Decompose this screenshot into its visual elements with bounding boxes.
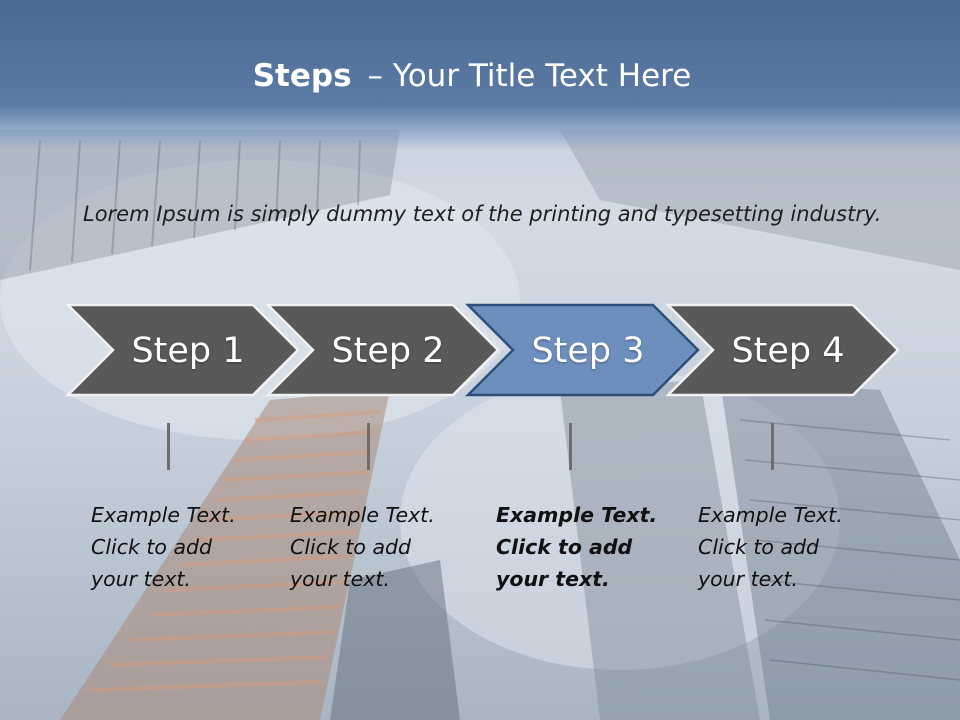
step-4-label: Step 4 [731,331,845,371]
step-3-connector [569,423,572,470]
step-1-description[interactable]: Example Text. Click to add your text. [91,503,236,591]
step-4-description[interactable]: Example Text. Click to add your text. [698,503,843,591]
step-2-description[interactable]: Example Text. Click to add your text. [290,503,435,591]
step-4-connector [771,423,774,470]
chevron-step-2[interactable] [264,303,500,397]
title-rest: – Your Title Text Here [367,58,692,94]
title-bold-word: Steps [252,58,352,94]
step-2-label: Step 2 [331,331,445,371]
step-3-description[interactable]: Example Text. Click to add your text. [496,503,658,591]
step-1-label: Step 1 [131,331,245,371]
title-bar [0,0,960,150]
chevron-step-1[interactable] [64,303,300,397]
step-1-connector [167,423,170,470]
chevron-step-4[interactable] [664,303,900,397]
slide-title[interactable]: Steps – Your Title Text Here [0,56,944,96]
step-2-connector [367,423,370,470]
intro-paragraph[interactable]: Lorem Ipsum is simply dummy text of the … [83,202,882,226]
step-3-label: Step 3 [531,331,645,371]
chevron-step-3[interactable] [464,303,700,397]
